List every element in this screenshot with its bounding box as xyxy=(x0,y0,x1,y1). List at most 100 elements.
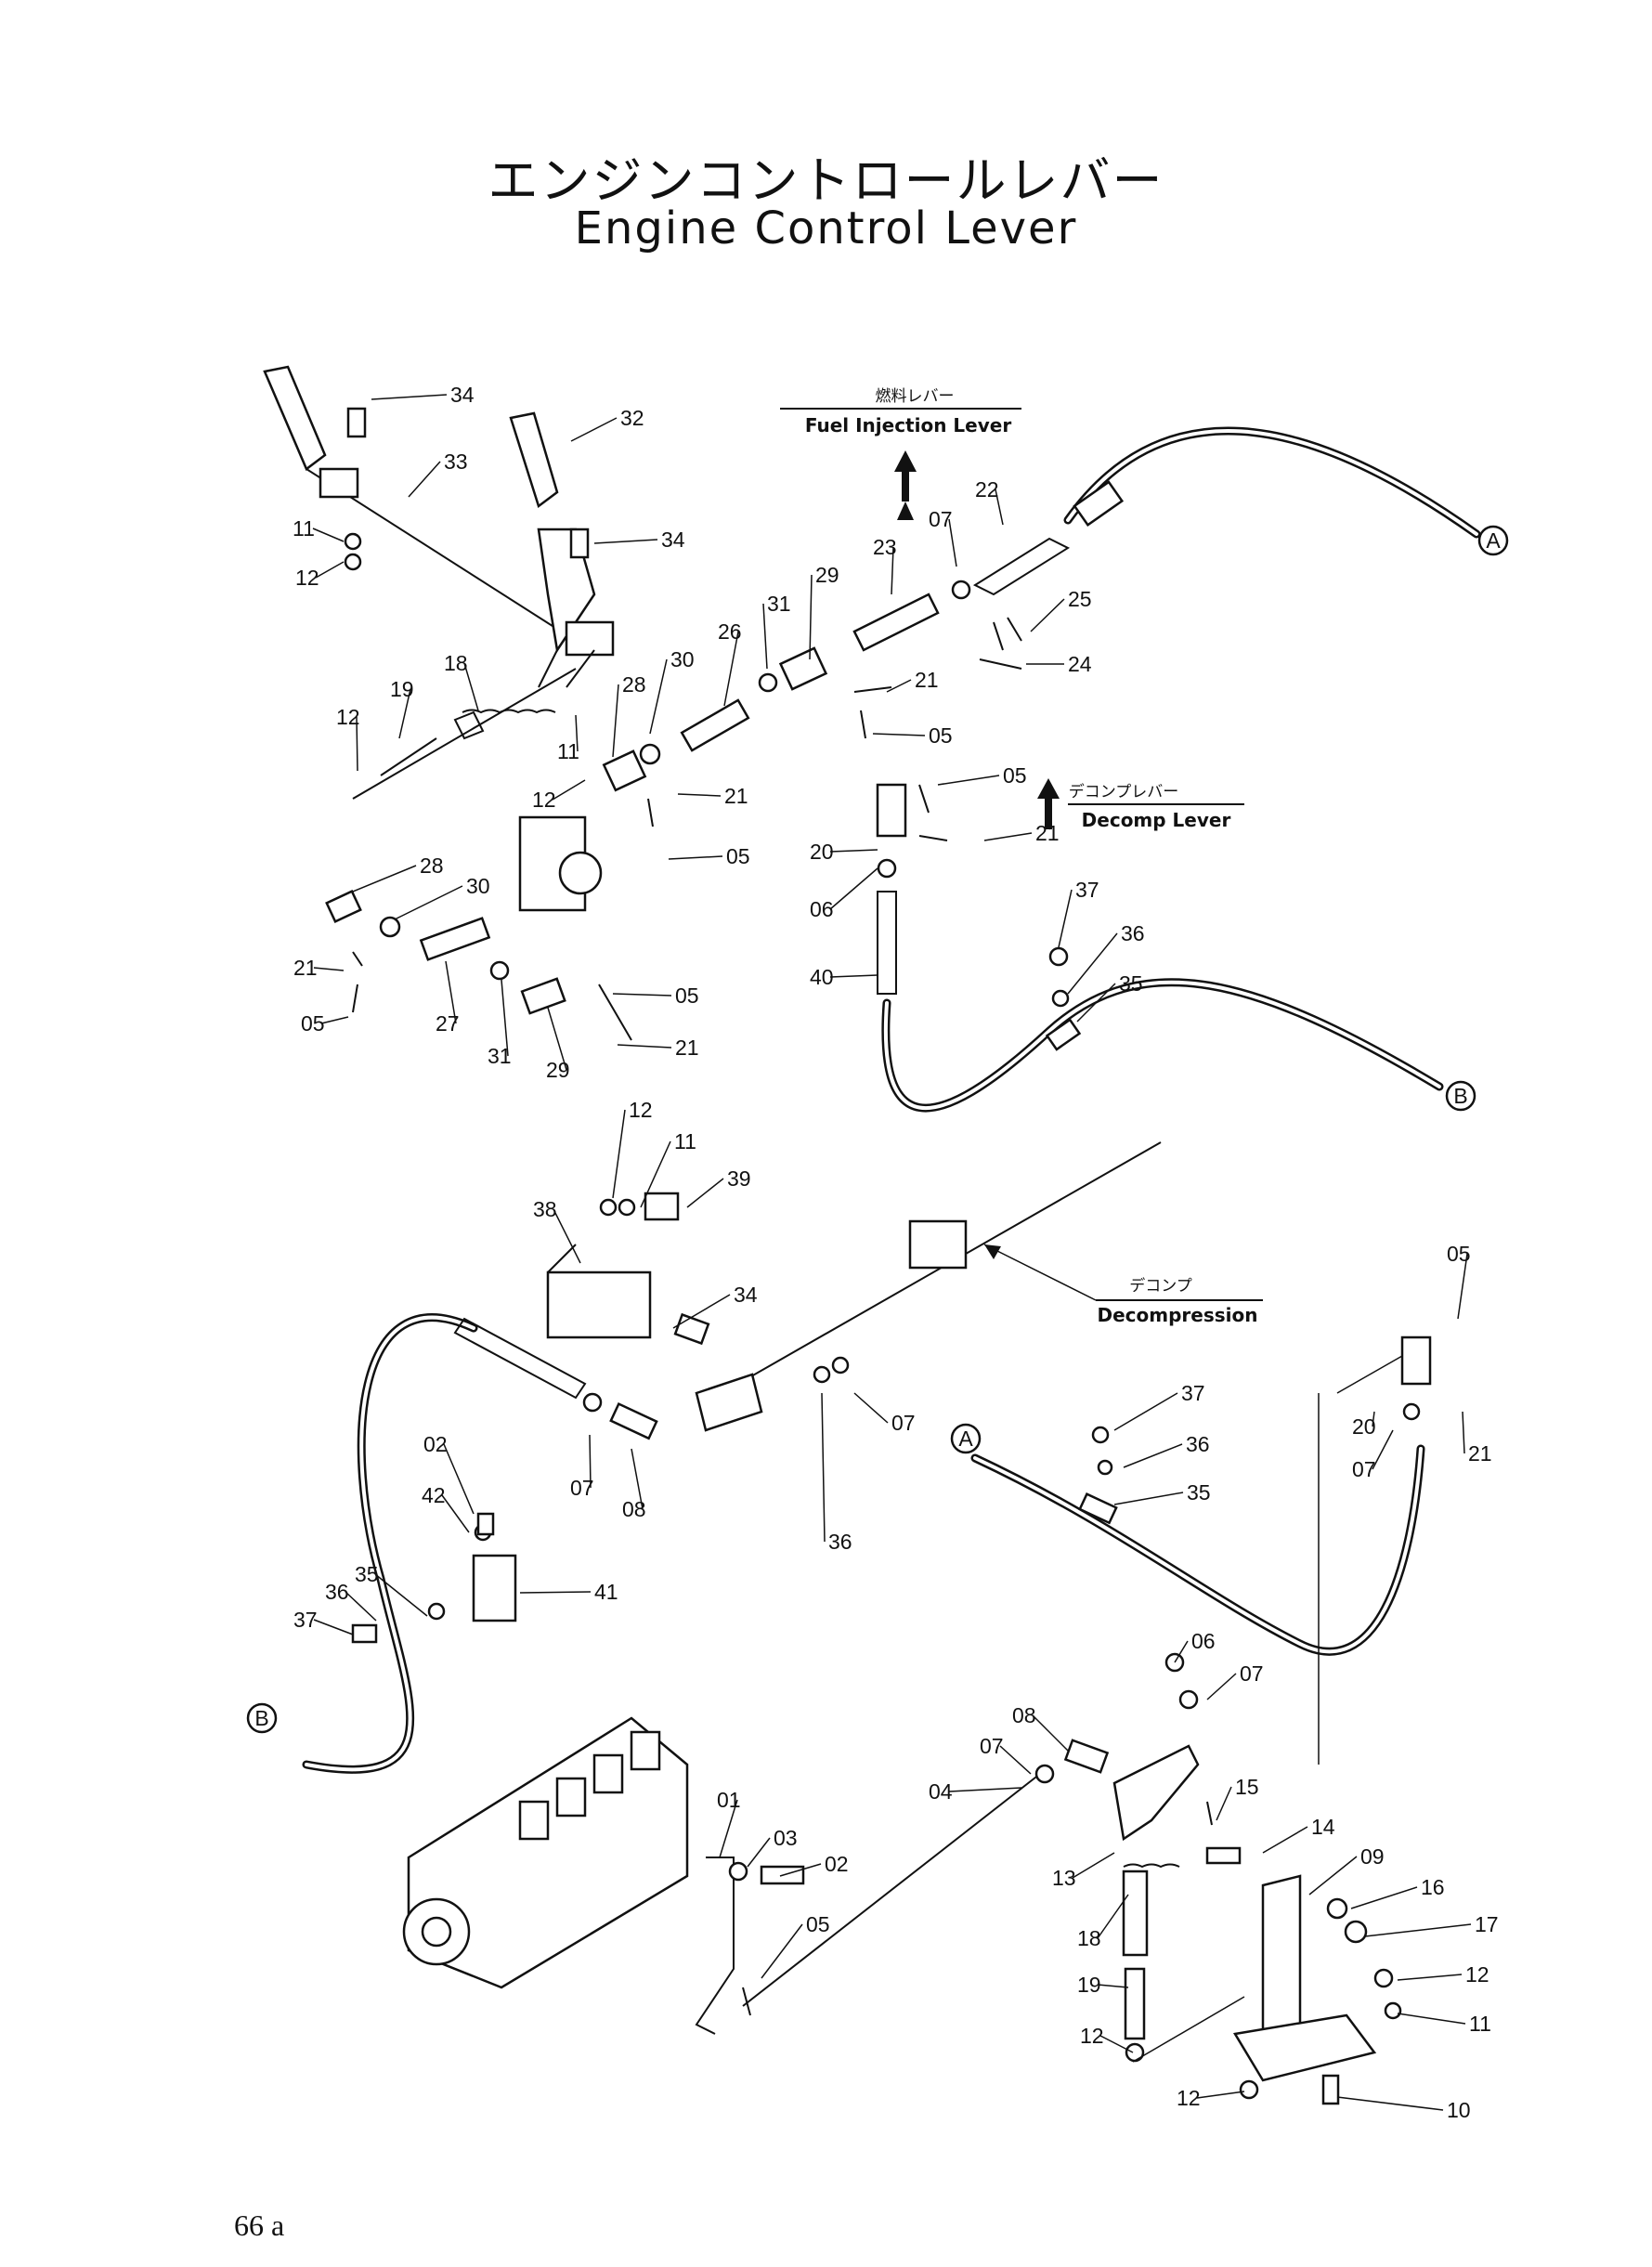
leader-line xyxy=(313,967,345,971)
leader-line xyxy=(352,865,417,892)
part-label: 28 xyxy=(352,853,444,892)
part-number: 05 xyxy=(806,1912,830,1936)
svg-text:デコンプレバー: デコンプレバー xyxy=(1069,782,1179,801)
part-number: 09 xyxy=(1360,1844,1385,1869)
part-number: 21 xyxy=(724,784,748,808)
leader-line xyxy=(809,574,813,660)
part-number: 21 xyxy=(1468,1441,1492,1466)
leader-line xyxy=(1372,1411,1375,1427)
connector-a-lower: A xyxy=(950,1423,982,1454)
svg-text:デコンプ: デコンプ xyxy=(1129,1276,1192,1296)
leader-line xyxy=(501,979,509,1057)
leader-line xyxy=(1076,983,1116,1023)
part-label: 10 xyxy=(1336,2096,1471,2122)
leader-line xyxy=(552,779,586,801)
leader-line xyxy=(1206,1673,1237,1700)
part-label: 12 xyxy=(295,561,345,590)
leader-line xyxy=(649,658,668,735)
title-japanese: エンジンコントロールレバー xyxy=(488,151,1164,210)
leader-line xyxy=(937,775,1000,786)
leader-line xyxy=(356,716,358,772)
part-number: 29 xyxy=(546,1058,570,1082)
leader-line xyxy=(612,684,619,758)
part-label: 35 xyxy=(1113,1480,1211,1505)
leader-line xyxy=(891,546,894,595)
leader-line xyxy=(1174,1640,1189,1663)
leader-line xyxy=(1216,1786,1232,1821)
leader-line xyxy=(1099,2035,1134,2053)
leader-line xyxy=(315,561,345,579)
part-number: 24 xyxy=(1068,652,1092,676)
part-label: 21 xyxy=(617,1036,699,1060)
part-number: 05 xyxy=(301,1011,325,1036)
part-number: 02 xyxy=(423,1432,448,1456)
leader-line xyxy=(398,688,411,739)
lower-linkage xyxy=(695,1652,1402,2105)
leader-line xyxy=(948,518,957,567)
leader-line xyxy=(1372,1429,1394,1470)
part-number: 07 xyxy=(980,1734,1004,1758)
decomp-lever-caption: デコンプレバー Decomp Lever xyxy=(1037,778,1244,831)
leader-line xyxy=(612,1109,626,1199)
part-label: 40 xyxy=(810,965,878,989)
part-number: 17 xyxy=(1475,1912,1499,1936)
part-label: 17 xyxy=(1364,1912,1499,1937)
part-label: 07 xyxy=(1352,1429,1394,1481)
part-label: 31 xyxy=(762,592,791,670)
leader-line xyxy=(779,1863,822,1877)
svg-text:Fuel Injection Lever: Fuel Injection Lever xyxy=(805,414,1012,436)
part-label: 37 xyxy=(293,1608,354,1635)
part-label: 11 xyxy=(557,714,579,763)
part-number: 07 xyxy=(570,1476,594,1500)
leader-line xyxy=(1067,932,1118,995)
part-number: 20 xyxy=(1352,1414,1376,1439)
leader-line xyxy=(672,1294,731,1329)
part-number: 28 xyxy=(420,853,444,878)
leader-line xyxy=(394,885,463,920)
part-label: 11 xyxy=(640,1129,696,1208)
upper-linkage xyxy=(325,593,940,1041)
leader-line xyxy=(948,1787,1022,1792)
leader-line xyxy=(575,714,579,752)
part-number: 04 xyxy=(929,1779,953,1804)
leader-line xyxy=(570,417,618,442)
leader-line xyxy=(821,1392,826,1543)
leader-line xyxy=(886,679,912,693)
part-label: 12 xyxy=(1080,2024,1134,2053)
part-number: 26 xyxy=(718,619,742,644)
part-number: 30 xyxy=(670,647,695,671)
part-number: 20 xyxy=(810,840,834,864)
part-label: 12 xyxy=(612,1098,653,1199)
part-number: 30 xyxy=(466,874,490,898)
part-label: 11 xyxy=(293,516,345,542)
part-number: 06 xyxy=(1191,1629,1216,1653)
part-label: 33 xyxy=(408,449,468,498)
part-number-labels: 3432331112342207232524312926210518191230… xyxy=(293,383,1499,2122)
leader-line xyxy=(1336,2096,1444,2111)
leader-line xyxy=(1196,2091,1245,2099)
part-label: 38 xyxy=(533,1197,581,1264)
leader-line xyxy=(1262,1826,1308,1854)
part-label: 23 xyxy=(873,535,897,595)
leader-line xyxy=(1113,1392,1178,1431)
leader-line xyxy=(983,832,1033,841)
connector-a-upper: A xyxy=(1477,525,1509,556)
part-number: 41 xyxy=(594,1580,618,1604)
leader-line xyxy=(312,528,345,542)
part-label: 25 xyxy=(1030,587,1092,632)
leader-line xyxy=(553,1208,581,1264)
leader-line xyxy=(686,1178,724,1208)
part-label: 08 xyxy=(622,1448,646,1521)
part-label: 35 xyxy=(355,1562,428,1617)
part-label: 12 xyxy=(336,705,360,772)
connector-b-upper: B xyxy=(1445,1080,1476,1112)
svg-text:B: B xyxy=(1453,1084,1467,1108)
part-number: 37 xyxy=(1181,1381,1205,1405)
page-number: 66 a xyxy=(234,2208,285,2242)
part-number: 34 xyxy=(450,383,475,407)
leader-line xyxy=(408,461,441,498)
leader-line xyxy=(1032,1714,1069,1752)
leader-line xyxy=(1113,1492,1184,1505)
leader-line xyxy=(1097,1894,1129,1939)
